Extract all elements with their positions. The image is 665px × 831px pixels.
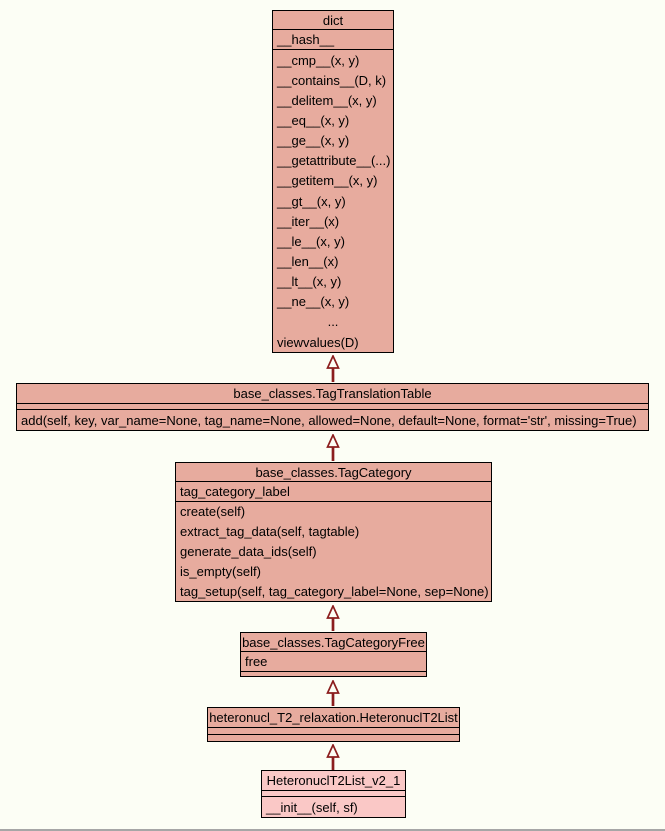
empty-methods-compartment — [241, 671, 426, 676]
inheritance-arrow — [326, 744, 340, 770]
inheritance-arrow — [326, 355, 340, 382]
class-box-dict[interactable]: dict __hash__ __cmp__(x, y) __contains__… — [272, 10, 394, 353]
method-row: tag_setup(self, tag_category_label=None,… — [180, 583, 489, 599]
method-row: __len__(x) — [277, 253, 339, 269]
inheritance-arrow — [326, 680, 340, 706]
method-row: __init__(self, sf) — [266, 799, 358, 815]
method-row: __eq__(x, y) — [277, 112, 350, 128]
method-row: __gt__(x, y) — [277, 193, 346, 209]
method-row: __contains__(D, k) — [277, 72, 387, 88]
method-row: add(self, key, var_name=None, tag_name=N… — [21, 412, 637, 428]
method-row: __lt__(x, y) — [277, 274, 342, 290]
class-title: base_classes.TagTranslationTable — [233, 386, 432, 401]
method-row: __getitem__(x, y) — [277, 173, 378, 189]
method-row: __delitem__(x, y) — [277, 92, 377, 108]
method-row: create(self) — [180, 504, 246, 520]
method-row: is_empty(self) — [180, 563, 261, 579]
method-row: __iter__(x) — [277, 213, 340, 229]
class-title: base_classes.TagCategoryFree — [242, 634, 425, 650]
attribute-row: tag_category_label — [180, 484, 290, 499]
class-box-tagtranslationtable[interactable]: base_classes.TagTranslationTable add(sel… — [16, 383, 649, 431]
class-title: dict — [322, 12, 344, 28]
class-title: base_classes.TagCategory — [255, 464, 412, 480]
class-box-tagcategory[interactable]: base_classes.TagCategory tag_category_la… — [175, 462, 492, 602]
method-row: __ge__(x, y) — [277, 133, 350, 149]
class-box-heteronuclt2list-v2-1[interactable]: HeteronuclT2List_v2_1 __init__(self, sf) — [261, 770, 406, 818]
method-row: __getattribute__(...) — [277, 153, 391, 169]
window-bottom-edge — [0, 829, 665, 831]
attribute-row: __hash__ — [277, 32, 335, 47]
method-row: __ne__(x, y) — [277, 294, 350, 310]
empty-attributes-compartment — [262, 790, 405, 796]
class-box-tagcategoryfree[interactable]: base_classes.TagCategoryFree free — [240, 632, 427, 677]
class-box-heteronuclt2list[interactable]: heteronucl_T2_relaxation.HeteronuclT2Lis… — [207, 707, 460, 742]
class-title: HeteronuclT2List_v2_1 — [266, 773, 401, 788]
inheritance-arrow — [326, 434, 340, 461]
inheritance-arrow — [326, 605, 340, 631]
method-row: __cmp__(x, y) — [277, 52, 360, 68]
attribute-row: free — [245, 654, 268, 669]
class-title: heteronucl_T2_relaxation.HeteronuclT2Lis… — [209, 710, 458, 725]
method-row: extract_tag_data(self, tagtable) — [180, 524, 360, 540]
method-row: generate_data_ids(self) — [180, 543, 317, 559]
empty-attributes-compartment — [17, 403, 648, 409]
empty-attributes-compartment — [208, 727, 459, 734]
method-row: viewvalues(D) — [277, 334, 359, 350]
empty-methods-compartment — [208, 734, 459, 741]
ellipsis-row: ... — [327, 314, 339, 330]
method-row: __le__(x, y) — [277, 233, 345, 249]
